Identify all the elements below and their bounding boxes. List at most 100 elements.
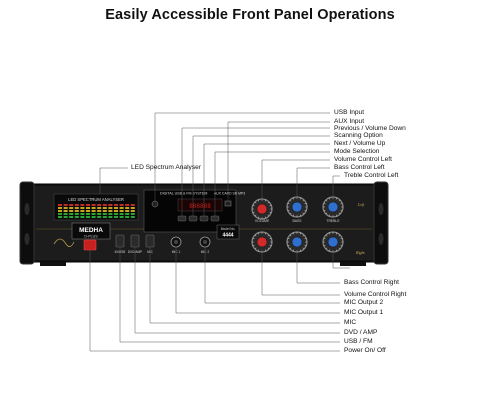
callout-volume-control-left: Volume Control Left (334, 156, 392, 163)
left-rack-handle (19, 181, 35, 265)
brand-subtitle: D-PLUS (84, 235, 98, 239)
spectrum-led (108, 216, 113, 218)
spectrum-led (80, 204, 85, 206)
spectrum-led (130, 207, 135, 209)
previous-volume-down-button[interactable] (177, 215, 187, 222)
usb-fm-switch[interactable] (115, 234, 125, 248)
brand-plate: MEDHA D-PLUS (53, 222, 111, 247)
spectrum-led (80, 216, 85, 218)
spectrum-led (102, 207, 107, 209)
spectrum-led (63, 207, 68, 209)
bass-left-knob[interactable] (286, 196, 308, 218)
spectrum-led (91, 216, 96, 218)
treble-left-knob[interactable] (322, 196, 344, 218)
spectrum-led (119, 213, 124, 215)
spectrum-led (74, 216, 79, 218)
spectrum-led (58, 213, 62, 215)
spectrum-led (91, 204, 96, 206)
spectrum-led (80, 207, 85, 209)
brand-name: MEDHA (79, 227, 103, 234)
mode-selection-button[interactable] (210, 215, 220, 222)
module-label: DIGITAL USB & FM SYSTEM (160, 192, 207, 196)
spectrum-led (114, 204, 118, 206)
volume-right-knob[interactable] (251, 231, 273, 253)
callout-next-volume-up: Next / Volume Up (334, 140, 386, 147)
spectrum-led (69, 216, 74, 218)
usb-input-port[interactable] (151, 200, 159, 208)
led-spectrum-analyser: LED SPECTRUM ANALYSER (53, 193, 139, 221)
callout-mic-output-2: MIC Output 2 (344, 299, 384, 306)
spectrum-led (63, 213, 68, 215)
spectrum-led (74, 207, 79, 209)
spectrum-led (102, 216, 107, 218)
treble-right-knob[interactable] (322, 231, 344, 253)
spectrum-led (63, 210, 68, 212)
spectrum-led (74, 213, 79, 215)
model-number: 4444 (222, 233, 233, 239)
spectrum-led (97, 207, 102, 209)
spectrum-led (74, 204, 79, 206)
spectrum-led (119, 207, 124, 209)
analyser-panel-label: LED SPECTRUM ANALYSER (68, 197, 124, 202)
spectrum-led (108, 213, 113, 215)
mic-switch[interactable] (145, 234, 155, 248)
bass-right-knob[interactable] (286, 231, 308, 253)
spectrum-led (58, 207, 62, 209)
volume-left-knob[interactable] (251, 198, 273, 220)
spectrum-led (108, 210, 113, 212)
callout-mode-selection: Mode Selection (334, 148, 380, 155)
spectrum-led (86, 204, 90, 206)
page-title: Easily Accessible Front Panel Operations (105, 7, 395, 23)
spectrum-led (130, 213, 135, 215)
lcd-display (177, 198, 223, 212)
gold-logo-icon (53, 238, 75, 247)
spectrum-led (125, 207, 130, 209)
spectrum-led (119, 204, 124, 206)
spectrum-led (69, 213, 74, 215)
callout-dvd-amp: DVD / AMP (344, 329, 378, 336)
callout-power-on-off: Power On/ Off (344, 347, 386, 354)
callout-usb-fm: USB / FM (344, 338, 373, 345)
spectrum-led (69, 204, 74, 206)
callout-aux-input: AUX Input (334, 118, 365, 125)
knob-label-bass: BASS (292, 219, 302, 223)
spectrum-led (86, 210, 90, 212)
spectrum-led (130, 210, 135, 212)
knob-label-volume: VOLUME (255, 219, 270, 223)
spectrum-led (125, 210, 130, 212)
aux-input-port[interactable] (224, 200, 232, 207)
dvd-amp-switch[interactable] (130, 234, 140, 248)
callout-volume-control-right: Volume Control Right (344, 291, 407, 298)
callout-scanning-option: Scanning Option (334, 132, 383, 139)
spectrum-led (86, 216, 90, 218)
spectrum-led (108, 207, 113, 209)
spectrum-led (63, 204, 68, 206)
spectrum-led (97, 204, 102, 206)
spectrum-led (97, 213, 102, 215)
spectrum-led (58, 204, 62, 206)
next-volume-up-button[interactable] (199, 215, 209, 222)
spectrum-led (69, 207, 74, 209)
model-plate: Model No. 4444 (216, 224, 240, 240)
scanning-button[interactable] (188, 215, 198, 222)
spectrum-led (86, 207, 90, 209)
model-label: Model No. (221, 227, 236, 231)
spectrum-led (69, 210, 74, 212)
channel-left-label: Left (357, 202, 365, 207)
spectrum-led (119, 216, 124, 218)
callout-previous-volume-down: Previous / Volume Down (334, 125, 406, 132)
control-knobs (251, 196, 344, 253)
power-button[interactable] (83, 239, 97, 251)
spectrum-led (74, 210, 79, 212)
spectrum-led (91, 207, 96, 209)
spectrum-led (119, 210, 124, 212)
callout-bass-control-left: Bass Control Left (334, 164, 385, 171)
spectrum-led (125, 216, 130, 218)
knob-label-treble: TREBLE (326, 219, 340, 223)
spectrum-led (102, 204, 107, 206)
spectrum-led (114, 210, 118, 212)
spectrum-led (80, 213, 85, 215)
callout-treble-control-left: Treble Control Left (344, 172, 399, 179)
right-rack-handle (373, 181, 389, 265)
